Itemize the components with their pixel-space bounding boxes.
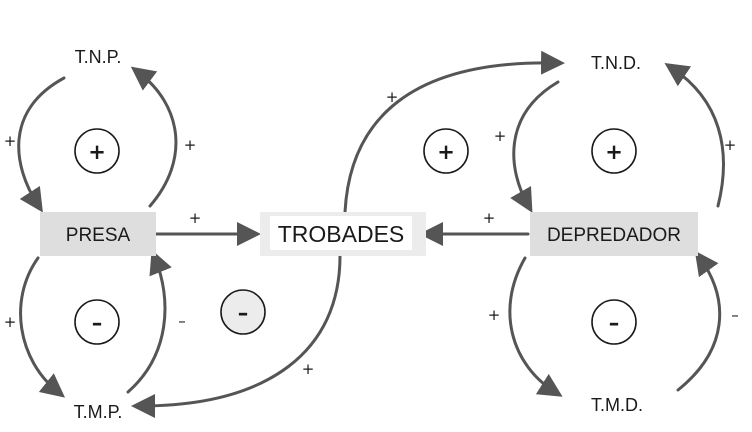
node-depredador-label: DEPREDADOR — [547, 225, 681, 246]
node-tnd-label: T.N.D. — [591, 53, 641, 73]
arrow-trobades-to-tmp — [131, 254, 342, 418]
loop-central-sign: – — [238, 301, 249, 325]
loop-predator-encounter-sign: + — [437, 140, 455, 164]
arrow-depredador-to-tmd — [508, 256, 563, 397]
loop-prey-birth: + — [74, 128, 120, 174]
sign-presa-to-tnp: + — [184, 136, 197, 154]
node-trobades-label: TROBADES — [278, 221, 405, 247]
sign-presa-to-trobades: + — [189, 209, 202, 227]
sign-trobades-to-tmp: + — [302, 360, 315, 378]
arrow-presa-to-tmp — [19, 256, 66, 398]
arrow-trobades-to-tnd — [343, 50, 565, 214]
loop-prey-birth-sign: + — [88, 140, 106, 164]
node-depredador: DEPREDADOR — [530, 212, 698, 256]
loop-predator-death: – — [591, 299, 637, 345]
loop-predator-birth: + — [591, 128, 637, 174]
arrow-depredador-to-tnd — [664, 63, 725, 208]
node-presa-label: PRESA — [66, 225, 131, 246]
sign-tmd-to-depredador: – — [731, 306, 739, 324]
loop-prey-death: – — [74, 299, 120, 345]
loop-prey-death-sign: – — [92, 311, 103, 335]
node-tmp-label: T.M.P. — [74, 402, 123, 422]
loop-predator-encounter: + — [423, 128, 469, 174]
node-tmd-label: T.M.D. — [591, 395, 643, 415]
loop-central: – — [220, 289, 266, 335]
node-presa: PRESA — [40, 212, 156, 256]
sign-depredador-to-tmd: + — [488, 306, 501, 324]
sign-trobades-to-tnd: + — [386, 88, 399, 106]
sign-depredador-to-trobades: + — [483, 209, 496, 227]
sign-tmp-to-presa: – — [178, 312, 186, 330]
arrow-tnp-to-presa — [17, 76, 66, 213]
arrow-tmp-to-presa — [126, 249, 172, 394]
arrow-presa-to-tnp — [130, 66, 178, 208]
arrow-tnd-to-depredador — [510, 80, 560, 213]
sign-tnp-to-presa: + — [4, 132, 17, 150]
sign-depredador-to-tnd: + — [724, 136, 737, 154]
node-trobades: TROBADES — [260, 212, 426, 256]
loop-predator-birth-sign: + — [605, 140, 623, 164]
sign-presa-to-tmp: + — [4, 313, 17, 331]
sign-tnd-to-depredador: + — [494, 127, 507, 145]
node-tnp-label: T.N.P. — [75, 47, 122, 67]
loop-predator-death-sign: – — [609, 311, 620, 335]
arrow-tmd-to-depredador — [676, 250, 722, 392]
